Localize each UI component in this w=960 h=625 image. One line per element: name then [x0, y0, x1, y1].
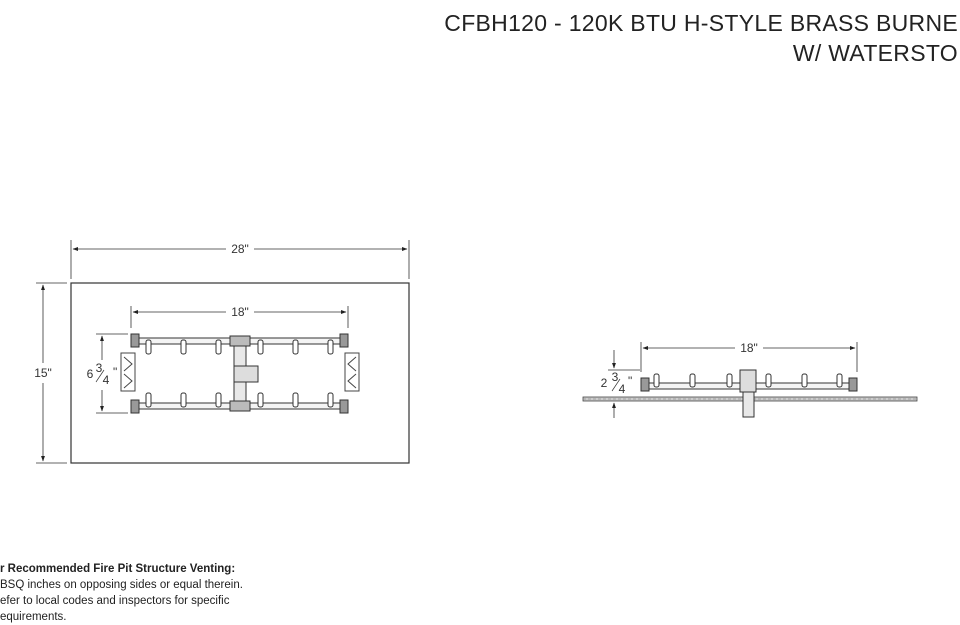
burner-spacing-denominator: 4 — [103, 373, 110, 387]
side-burner-length-label: 18" — [740, 341, 758, 355]
side-burner-profile — [640, 369, 858, 418]
venting-note-line-3: equirements. — [0, 611, 67, 623]
venting-note-heading: r Recommended Fire Pit Structure Venting… — [0, 563, 236, 575]
burner-spacing-numerator: 3 — [96, 361, 103, 375]
side-gas-inlet — [742, 391, 755, 418]
burner-spacing-whole: 6 — [87, 367, 94, 381]
side-height-numerator: 3 — [612, 370, 619, 384]
h-burner-assembly — [130, 333, 349, 414]
svg-text:": " — [113, 365, 117, 379]
left-vent-symbol — [120, 352, 136, 392]
svg-text:": " — [628, 374, 632, 388]
venting-note: r Recommended Fire Pit Structure Venting… — [0, 561, 300, 625]
side-height-denominator: 4 — [619, 382, 626, 396]
burner-length-dimension: 18" — [130, 305, 349, 328]
side-height-dimension: 2 3 4 " — [601, 350, 640, 418]
overall-width-dimension: 28" — [70, 240, 410, 279]
burner-length-label: 18" — [231, 305, 249, 319]
drawing-title-line-1: CFBH120 - 120K BTU H-STYLE BRASS BURNE — [444, 10, 958, 36]
side-burner-length-dimension: 18" — [640, 341, 858, 372]
overall-width-label: 28" — [231, 242, 249, 256]
overall-height-label: 15" — [34, 366, 52, 380]
side-view: 18" 2 3 4 " — [582, 341, 918, 418]
venting-note-line-2: efer to local codes and inspectors for s… — [0, 595, 230, 607]
upper-burner-jets — [145, 339, 334, 355]
lower-burner-jets — [145, 392, 334, 408]
burner-spacing-dimension: 6 3 4 " — [87, 333, 128, 414]
side-height-whole: 2 — [601, 376, 608, 390]
fire-pit-outline — [70, 282, 410, 464]
side-center-fitting — [739, 369, 757, 393]
overall-height-dimension: 15" — [34, 282, 67, 464]
top-view: 28" 15" 18" 6 3 4 " — [34, 240, 410, 464]
right-vent-symbol — [344, 352, 360, 392]
drawing-title-line-2: W/ WATERSTO — [792, 40, 958, 66]
venting-note-line-1: BSQ inches on opposing sides or equal th… — [0, 579, 243, 591]
gas-inlet-fitting — [233, 365, 259, 383]
